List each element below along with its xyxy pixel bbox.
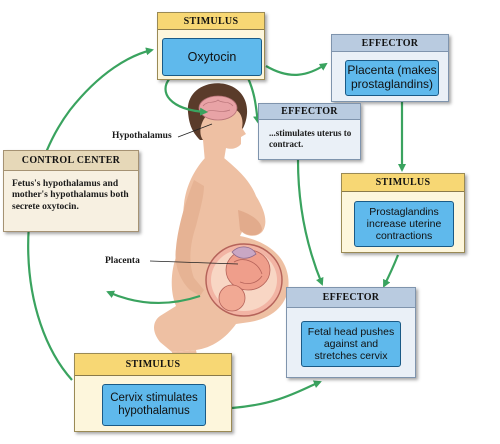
- effector-header: EFFECTOR: [287, 288, 415, 308]
- hypothalamus-leader-line: [177, 123, 213, 138]
- placenta-shape: [231, 246, 257, 259]
- oxytocin-label: Oxytocin: [162, 38, 262, 76]
- arrow-prostaglandins-to-fetal-head: [383, 254, 400, 288]
- prostaglandins-label: Prostaglandins increase uterine contract…: [354, 201, 454, 247]
- arrow-oxytocin-to-uterus: [246, 77, 261, 124]
- stimulus-cervix-box: STIMULUS Cervix stimulates hypothalamus: [74, 353, 232, 432]
- arrow-uterus-to-fetal-head: [296, 159, 324, 286]
- effector-fetal-head-box: EFFECTOR Fetal head pushes against and s…: [286, 287, 416, 378]
- placenta-label: Placenta: [105, 256, 140, 266]
- fetal-head-label: Fetal head pushes against and stretches …: [301, 321, 401, 367]
- placenta-effector-label: Placenta (makes prostaglandins): [345, 60, 439, 96]
- stimulus-prostaglandins-box: STIMULUS Prostaglandins increase uterine…: [341, 173, 465, 253]
- arrow-oxytocin-to-head: [164, 77, 208, 116]
- stimulus-header: STIMULUS: [75, 354, 231, 376]
- arrow-cervix-to-fetal-head: [231, 380, 322, 410]
- stimulus-header: STIMULUS: [158, 13, 264, 30]
- hypothalamus-label: Hypothalamus: [112, 131, 172, 141]
- control-center-header: CONTROL CENTER: [4, 151, 138, 171]
- fetus-head: [218, 284, 246, 312]
- effector-header: EFFECTOR: [332, 35, 448, 52]
- arrow-uterus-to-left: [106, 290, 201, 305]
- stimulus-oxytocin-box: STIMULUS Oxytocin: [157, 12, 265, 80]
- control-center-box: CONTROL CENTER Fetus's hypothalamus and …: [3, 150, 139, 232]
- breast-shading: [238, 210, 262, 236]
- arrow-oxytocin-to-placenta: [265, 62, 328, 76]
- effector-uterus-box: EFFECTOR ...stimulates uterus to contrac…: [258, 103, 361, 160]
- control-center-text: Fetus's hypothalamus and mother's hypoth…: [12, 179, 129, 212]
- arm-shape: [175, 180, 204, 296]
- effector-placenta-box: EFFECTOR Placenta (makes prostaglandins): [331, 34, 449, 102]
- cervix-label: Cervix stimulates hypothalamus: [102, 384, 206, 426]
- effector-header: EFFECTOR: [259, 104, 360, 120]
- brain-shape: [198, 95, 238, 121]
- stimulus-header: STIMULUS: [342, 174, 464, 192]
- placenta-leader-line: [149, 260, 239, 265]
- face-shape: [200, 108, 246, 162]
- uterus-effector-text: ...stimulates uterus to contract.: [269, 128, 352, 149]
- arrow-cervix-to-oxytocin: [27, 47, 154, 381]
- fetus-limbs: [233, 259, 263, 284]
